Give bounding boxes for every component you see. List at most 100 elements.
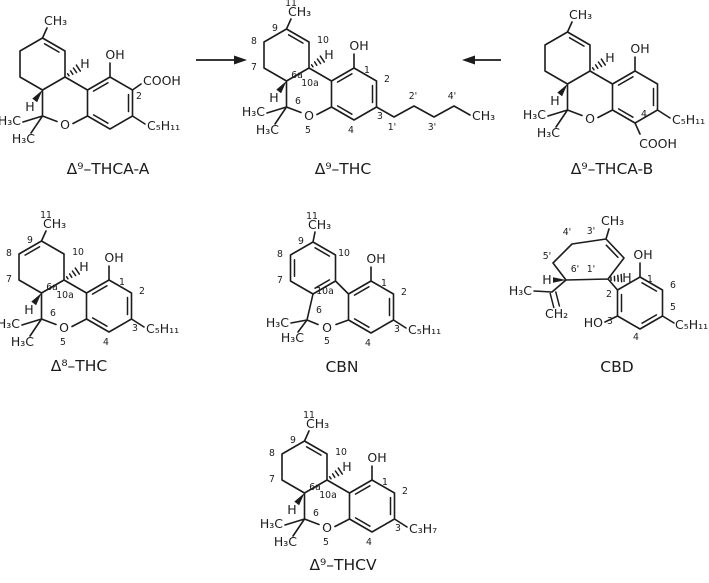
structure-cbd: CH₃ 3' 4' 5' 6' 1' H H H₃C CH₂ OH 1 6 5 … [477, 207, 709, 357]
isopropenyl-methyl-label: H₃C [509, 283, 532, 298]
oxygen-label: O [585, 111, 595, 126]
hash-bond-10a-h [310, 55, 326, 68]
methyl-label: CH₃ [306, 416, 329, 431]
hash-bond-10a-h [66, 64, 82, 77]
hydroxyl-label: OH [105, 47, 124, 62]
locant-6a: 6a [46, 282, 58, 293]
oxygen-label: O [59, 320, 69, 335]
locant-4: 4 [366, 537, 372, 548]
methyl-label: CH₃ [569, 7, 592, 22]
hash-bond-10a-h [65, 267, 81, 280]
arrow-left-icon [462, 55, 501, 65]
label-thca-b-title: Δ⁹–THCA-B [570, 160, 654, 178]
locant-4: 4 [365, 338, 371, 349]
h-6a-label: H [550, 93, 559, 108]
pentyl-label: C₅H₁₁ [408, 322, 441, 337]
cbn-bonds [289, 231, 407, 334]
locant-4p: 4' [563, 227, 571, 238]
locant-11: 11 [285, 0, 297, 9]
locant-6: 6 [670, 280, 676, 291]
locant-4: 4 [348, 125, 354, 136]
locant-4p: 4' [448, 91, 456, 102]
locant-5: 5 [670, 302, 676, 313]
locant-8: 8 [6, 248, 12, 259]
locant-4: 4 [633, 332, 639, 343]
locant-9: 9 [298, 236, 304, 247]
gem-methyl-2-label: H₃C [274, 534, 297, 549]
h-1p-label: H [622, 270, 631, 285]
hydroxyl-label: OH [104, 250, 123, 265]
locant-1: 1 [647, 274, 653, 285]
locant-8: 8 [269, 448, 275, 459]
h-10a-label: H [79, 259, 88, 274]
locant-7: 7 [269, 474, 275, 485]
locant-6: 6 [50, 308, 56, 319]
propyl-label: C₃H₇ [409, 521, 437, 536]
gem-methyl-1-label: H₃C [260, 516, 283, 531]
locant-6: 6 [295, 96, 301, 107]
locant-10a: 10a [301, 78, 319, 89]
locant-11: 11 [40, 210, 52, 221]
methyl-label: CH₃ [601, 213, 624, 228]
isopropenyl-methylene-label: CH₂ [545, 306, 568, 321]
methyl-label: CH₃ [308, 217, 331, 232]
locant-9: 9 [27, 235, 33, 246]
locant-6: 6 [316, 305, 322, 316]
locant-7: 7 [6, 274, 12, 285]
locant-8: 8 [277, 249, 283, 260]
locant-5: 5 [305, 125, 311, 136]
label-thca-a-title: Δ⁹–THCA-A [66, 160, 150, 178]
gem-methyl-2-label: H₃C [537, 125, 560, 140]
carboxyl-label: COOH [639, 136, 677, 151]
locant-7: 7 [251, 62, 257, 73]
wedge-bond-6a-h [31, 293, 42, 306]
carboxyl-label: COOH [143, 73, 181, 88]
cbd-bonds [533, 228, 675, 330]
pentyl-label: C₅H₁₁ [672, 112, 705, 127]
locant-10: 10 [335, 447, 347, 458]
hash-bond-10a-h [591, 58, 607, 71]
gem-methyl-2-label: H₃C [12, 131, 35, 146]
h-10a-label: H [342, 459, 351, 474]
pentyl-label: C₅H₁₁ [675, 317, 708, 332]
h-10a-label: H [605, 50, 614, 65]
label-delta8-thc-title: Δ⁸–THC [50, 357, 108, 375]
locant-6p: 6' [571, 264, 579, 275]
locant-10a: 10a [316, 286, 334, 297]
gem-methyl-2-label: H₃C [256, 122, 279, 137]
hash-bond-10a-h [328, 467, 344, 480]
structure-delta9-thca-b: CH₃ OH C₅H₁₁ 4 COOH H H H₃C H₃C O [472, 0, 709, 162]
locant-3: 3 [394, 324, 400, 335]
locant-10a: 10a [56, 290, 74, 301]
locant-3: 3 [607, 316, 613, 327]
gem-methyl-1-label: H₃C [266, 315, 289, 330]
locant-6a: 6a [291, 70, 303, 81]
wedge-bond-6a-h [276, 81, 287, 94]
locant-5: 5 [60, 337, 66, 348]
hydroxyl-label: OH [366, 251, 385, 266]
gem-methyl-2-label: H₃C [281, 330, 304, 345]
locant-5: 5 [324, 336, 330, 347]
locant-1: 1 [364, 65, 370, 76]
hydroxyl-bottom-label: HO [584, 315, 603, 330]
locant-7: 7 [277, 275, 283, 286]
locant-2p: 2' [409, 91, 417, 102]
structure-delta8-thc: CH₃ 11 9 10 8 7 6a 10a 6 5 4 3 2 1 OH H … [0, 210, 246, 360]
h-10a-label: H [324, 47, 333, 62]
h-6a-label: H [287, 502, 296, 517]
locant-3: 3 [132, 323, 138, 334]
hydroxyl-label: OH [367, 450, 386, 465]
locant-9: 9 [272, 23, 278, 34]
wedge-bond-6a-h [32, 90, 43, 103]
pentyl-label: C₅H₁₁ [147, 118, 180, 133]
wedge-bond-6a-h [294, 493, 305, 506]
hash-bond-1p-h [610, 273, 623, 283]
locant-11: 11 [306, 211, 318, 222]
locant-3p: 3' [587, 226, 595, 237]
oxygen-label: O [304, 108, 314, 123]
locant-2: 2 [136, 91, 142, 102]
oxygen-label: O [322, 520, 332, 535]
label-thc-title: Δ⁹–THC [314, 160, 372, 178]
structure-delta9-thca-a: CH₃ OH COOH 2 C₅H₁₁ H H H₃C H₃C O [0, 0, 245, 160]
pentyl-label: C₅H₁₁ [146, 321, 179, 336]
